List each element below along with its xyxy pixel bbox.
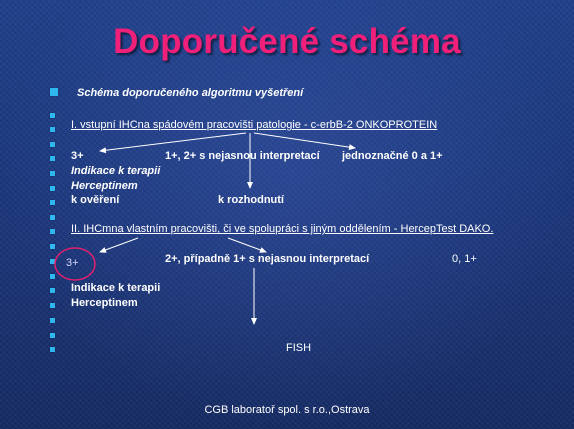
result-3plus: 3+: [71, 150, 84, 162]
bullet-icon: [50, 88, 58, 96]
arrow-to-unambiguous: [253, 132, 356, 151]
arrow-to-2plus: [227, 237, 267, 253]
bullet-icon: [50, 318, 55, 323]
bullet-icon: [50, 244, 55, 249]
decide-text: k rozhodnutí: [218, 194, 284, 206]
indication-text-2: Indikace k terapii: [71, 282, 161, 294]
bullet-icon: [50, 288, 55, 293]
fish-text: FISH: [286, 342, 312, 354]
indication-text-1: Indikace k terapii: [71, 165, 161, 177]
bullet-icon: [50, 274, 55, 279]
bullet-icon: [50, 113, 55, 118]
bullet-icon: [50, 186, 55, 191]
result-uncertain: 1+, 2+ s nejasnou interpretací: [165, 150, 320, 162]
bullet-icon: [50, 171, 55, 176]
arrow-to-circled-3plus: [99, 237, 139, 253]
bullet-icon: [50, 127, 55, 132]
bullet-icon: [50, 303, 55, 308]
arrow-to-3plus: [99, 132, 247, 154]
result-0-1plus: 0, 1+: [452, 253, 477, 265]
circled-3plus-label: 3+: [66, 257, 79, 269]
bullet-icon: [50, 142, 55, 147]
bullet-icon: [50, 200, 55, 205]
bullet-icon: [50, 229, 55, 234]
verify-text: k ověření: [71, 194, 120, 206]
result-2plus: 2+, případně 1+ s nejasnou interpretací: [165, 253, 370, 265]
bullet-icon: [50, 156, 55, 161]
subtitle: Schéma doporučeného algoritmu vyšetření: [77, 87, 304, 99]
bullet-icon: [50, 347, 55, 352]
step-one-text: I. vstupní IHCna spádovém pracovišti pat…: [71, 119, 438, 131]
highlight-circle: [54, 247, 96, 281]
herceptin-text-1: Herceptinem: [71, 180, 138, 192]
herceptin-text-2: Herceptinem: [71, 297, 138, 309]
bullet-icon: [50, 259, 55, 264]
step-two-text: II. IHCmna vlastním pracovišti, či ve sp…: [71, 223, 494, 235]
bullet-icon: [50, 215, 55, 220]
result-unambiguous: jednoznačné 0 a 1+: [342, 150, 443, 162]
bullet-icon: [50, 333, 55, 338]
slide-title: Doporučené schéma: [113, 22, 461, 61]
footer: CGB laboratoř spol. s r.o.,Ostrava: [204, 404, 370, 416]
